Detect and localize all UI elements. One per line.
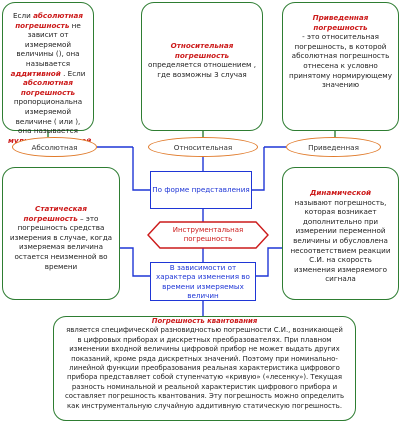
relative-error-title: Относительная погрешность — [170, 41, 234, 60]
highlight: аддитивной — [10, 68, 61, 78]
quantization-error-title: Погрешность квантования — [151, 317, 258, 325]
highlight: абсолютная погрешность — [20, 78, 76, 97]
highlight: абсолютная погрешность — [15, 11, 83, 30]
instrumental-error-hexagon — [147, 221, 269, 249]
absolute-error-description-box: Если абсолютная погрешность не зависит о… — [2, 2, 94, 145]
static-error-text: – это погрешность средства измерения в с… — [9, 213, 113, 271]
reduced-error-text: - это относительная погрешность, в котор… — [289, 32, 392, 90]
instrumental-error-text: Инструментальная погрешность — [172, 226, 244, 244]
quantization-error-box: Погрешность квантования является специфи… — [53, 316, 356, 421]
quantization-error-text: является специфической разновидностью по… — [64, 326, 345, 410]
text: . Если — [63, 68, 86, 78]
instrumental-error-label: Инструментальная погрешность — [160, 226, 256, 245]
static-error-box: Статическая погрешность – это погрешност… — [2, 167, 120, 300]
dynamic-error-title: Динамической — [309, 188, 372, 197]
oval-reduced: Приведенная — [286, 137, 381, 157]
oval-absolute: Абсолютная — [12, 137, 97, 157]
dynamic-error-box: Динамической называют погрешность, котор… — [282, 167, 399, 300]
oval-absolute-label: Абсолютная — [31, 142, 78, 152]
relative-error-description-box: Относительная погрешность определяется о… — [141, 2, 263, 131]
oval-relative-label: Относительная — [173, 142, 233, 152]
text: не зависит от измеряемой величины (), он… — [16, 20, 81, 68]
by-time-box: В зависимости от характера изменения во … — [150, 262, 256, 301]
reduced-error-description-box: Приведенная погрешность - это относитель… — [282, 2, 399, 131]
text: пропорциональна измеряемой величине ( ил… — [13, 97, 83, 136]
by-form-box: По форме представления — [150, 171, 252, 209]
text: Если — [13, 11, 31, 20]
by-form-label: По форме представления — [152, 185, 250, 195]
static-error-title: Статическая погрешность — [23, 204, 87, 223]
oval-relative: Относительная — [148, 137, 258, 157]
oval-reduced-label: Приведенная — [308, 142, 359, 152]
dynamic-error-text: называют погрешность, которая возникает … — [290, 197, 391, 284]
by-time-label: В зависимости от характера изменения во … — [156, 262, 250, 300]
reduced-error-title: Приведенная погрешность — [312, 13, 369, 32]
relative-error-text: определяется отношением , где возможны 3… — [147, 60, 257, 79]
